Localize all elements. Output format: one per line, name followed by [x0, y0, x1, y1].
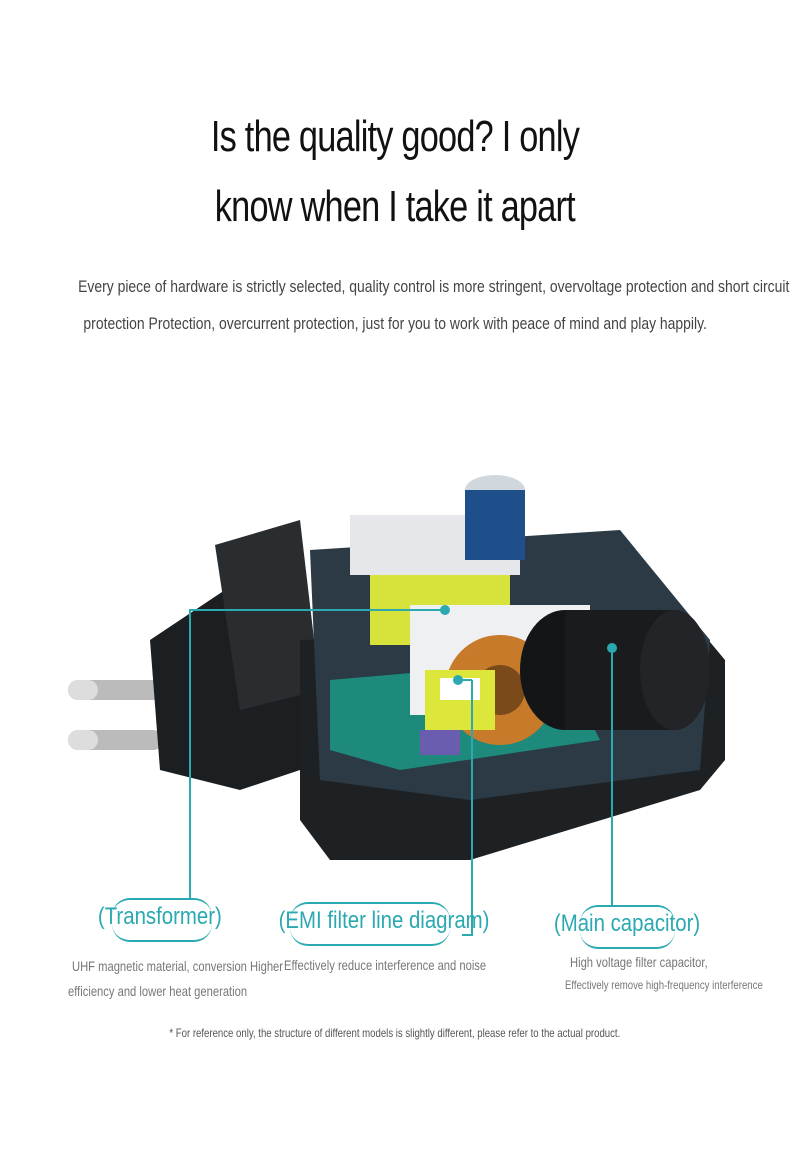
headline-line-2: know when I take it apart [214, 182, 576, 231]
headline-line-1: Is the quality good? I only [210, 112, 580, 161]
callout-emi-filter: (EMI filter line diagram) [278, 907, 490, 934]
callout-transformer: (Transformer) [98, 903, 222, 930]
footnote: * For reference only, the structure of d… [169, 1026, 621, 1040]
emi-desc: Effectively reduce interference and nois… [284, 957, 487, 973]
callout-connectors [189, 880, 613, 936]
transformer-desc-1: UHF magnetic material, conversion Higher [72, 958, 284, 974]
description-line-2: protection Protection, overcurrent prote… [83, 314, 707, 333]
transformer-desc-2: efficiency and lower heat generation [68, 983, 248, 999]
charger-cutaway-illustration [68, 475, 725, 880]
callout-main-capacitor: (Main capacitor) [554, 910, 701, 937]
capacitor-desc-2: Effectively remove high-frequency interf… [565, 978, 763, 992]
description-line-1: Every piece of hardware is strictly sele… [78, 277, 790, 296]
capacitor-desc-1: High voltage filter capacitor, [570, 954, 708, 970]
